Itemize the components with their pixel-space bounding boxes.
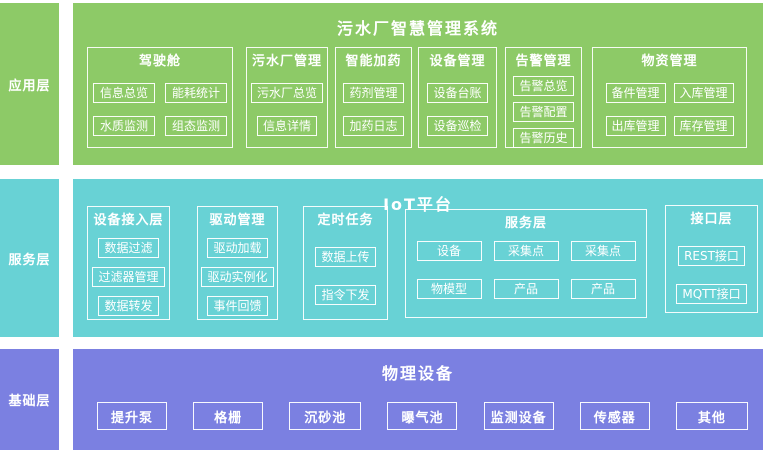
panel-application: 污水厂智慧管理系统 驾驶舱 信息总览 能耗统计 水质监测 组态监测 污水厂管理 … xyxy=(73,3,763,165)
layer-label-service: 服务层 xyxy=(0,179,59,337)
group-interface-layer: 接口层 REST接口 MQTT接口 xyxy=(665,205,758,313)
module-event-feedback: 事件回馈 xyxy=(207,296,268,316)
group-plant-management: 污水厂管理 污水厂总览 信息详情 xyxy=(246,47,328,148)
panel-iot-platform: IoT平台 设备接入层 数据过滤 过滤器管理 数据转发 驱动管理 驱动加载 驱动… xyxy=(73,179,763,337)
group-plant-management-title: 污水厂管理 xyxy=(251,54,322,69)
group-service-sublayer-title: 服务层 xyxy=(504,216,547,231)
group-driver-management-title: 驱动管理 xyxy=(209,213,266,228)
application-panel-title: 污水厂智慧管理系统 xyxy=(336,19,499,38)
module-info-overview: 信息总览 xyxy=(93,83,155,103)
group-cockpit-grid: 信息总览 能耗统计 水质监测 组态监测 xyxy=(93,83,227,136)
module-product-1: 产品 xyxy=(493,279,559,299)
module-thing-model: 物模型 xyxy=(416,279,482,299)
group-device-access: 设备接入层 数据过滤 过滤器管理 数据转发 xyxy=(87,206,170,320)
module-driver-instantiate: 驱动实例化 xyxy=(201,267,274,287)
device-sensor: 传感器 xyxy=(579,402,650,430)
group-scheduled-tasks: 定时任务 数据上传 指令下发 xyxy=(303,206,388,320)
module-product-2: 产品 xyxy=(570,279,636,299)
layer-label-application-text: 应用层 xyxy=(8,78,51,94)
group-materials-grid: 备件管理 入库管理 出库管理 库存管理 xyxy=(605,83,734,136)
module-plant-overview: 污水厂总览 xyxy=(250,83,323,103)
module-energy-stats: 能耗统计 xyxy=(165,83,227,103)
device-monitoring-equipment: 监测设备 xyxy=(483,402,554,430)
group-materials-management: 物资管理 备件管理 入库管理 出库管理 库存管理 xyxy=(592,47,747,148)
device-other: 其他 xyxy=(675,402,748,430)
module-collect-point-1: 采集点 xyxy=(493,241,559,261)
group-interface-layer-title: 接口层 xyxy=(690,212,733,227)
group-cockpit-title: 驾驶舱 xyxy=(138,54,181,69)
layer-label-application: 应用层 xyxy=(0,3,59,165)
module-alarm-history: 告警历史 xyxy=(513,128,574,148)
module-equipment-inspection: 设备巡检 xyxy=(427,116,488,136)
group-driver-management: 驱动管理 驱动加载 驱动实例化 事件回馈 xyxy=(197,206,278,320)
group-equipment-management: 设备管理 设备台账 设备巡检 xyxy=(418,47,497,148)
group-alarm-management: 告警管理 告警总览 告警配置 告警历史 xyxy=(505,47,582,148)
module-alarm-overview: 告警总览 xyxy=(513,76,574,96)
module-reagent-management: 药剂管理 xyxy=(343,83,404,103)
module-inbound-management: 入库管理 xyxy=(673,83,734,103)
group-alarm-management-title: 告警管理 xyxy=(515,54,572,69)
module-inventory-management: 库存管理 xyxy=(673,116,734,136)
group-device-access-title: 设备接入层 xyxy=(93,213,164,228)
device-aeration-tank: 曝气池 xyxy=(387,402,458,430)
device-grit-chamber: 沉砂池 xyxy=(289,402,362,430)
physical-devices-title: 物理设备 xyxy=(381,364,454,383)
layer-label-base-text: 基础层 xyxy=(8,394,51,409)
module-scada-monitor: 组态监测 xyxy=(165,116,227,136)
group-smart-dosing-title: 智能加药 xyxy=(345,54,402,69)
group-equipment-management-title: 设备管理 xyxy=(429,54,486,69)
module-driver-load: 驱动加载 xyxy=(207,238,268,258)
module-mqtt-api: MQTT接口 xyxy=(676,284,747,304)
device-grille: 格栅 xyxy=(193,402,264,430)
layer-label-service-text: 服务层 xyxy=(8,252,51,268)
module-spare-parts: 备件管理 xyxy=(605,83,666,103)
group-service-sublayer-grid: 设备 采集点 采集点 物模型 产品 产品 xyxy=(416,241,636,299)
panel-physical-devices: 物理设备 提升泵 格栅 沉砂池 曝气池 监测设备 传感器 其他 xyxy=(73,349,763,450)
module-dosing-log: 加药日志 xyxy=(343,116,404,136)
group-cockpit: 驾驶舱 信息总览 能耗统计 水质监测 组态监测 xyxy=(87,47,233,148)
module-device: 设备 xyxy=(416,241,482,261)
physical-devices-row: 提升泵 格栅 沉砂池 曝气池 监测设备 传感器 其他 xyxy=(97,402,748,430)
module-outbound-management: 出库管理 xyxy=(605,116,666,136)
module-collect-point-2: 采集点 xyxy=(570,241,636,261)
module-equipment-ledger: 设备台账 xyxy=(427,83,488,103)
module-data-forward: 数据转发 xyxy=(98,296,159,316)
module-filter-management: 过滤器管理 xyxy=(92,267,165,287)
module-data-upload: 数据上传 xyxy=(315,247,376,267)
group-service-sublayer: 服务层 设备 采集点 采集点 物模型 产品 产品 xyxy=(405,209,647,318)
module-alarm-config: 告警配置 xyxy=(513,102,574,122)
module-water-quality-monitor: 水质监测 xyxy=(93,116,155,136)
group-scheduled-tasks-title: 定时任务 xyxy=(317,213,374,228)
group-materials-management-title: 物资管理 xyxy=(641,54,698,69)
module-rest-api: REST接口 xyxy=(678,246,745,266)
module-data-filter: 数据过滤 xyxy=(98,238,159,258)
module-info-detail: 信息详情 xyxy=(256,116,317,136)
group-smart-dosing: 智能加药 药剂管理 加药日志 xyxy=(335,47,412,148)
module-command-dispatch: 指令下发 xyxy=(315,285,376,305)
device-lift-pump: 提升泵 xyxy=(97,402,167,430)
layer-label-base: 基础层 xyxy=(0,349,59,450)
